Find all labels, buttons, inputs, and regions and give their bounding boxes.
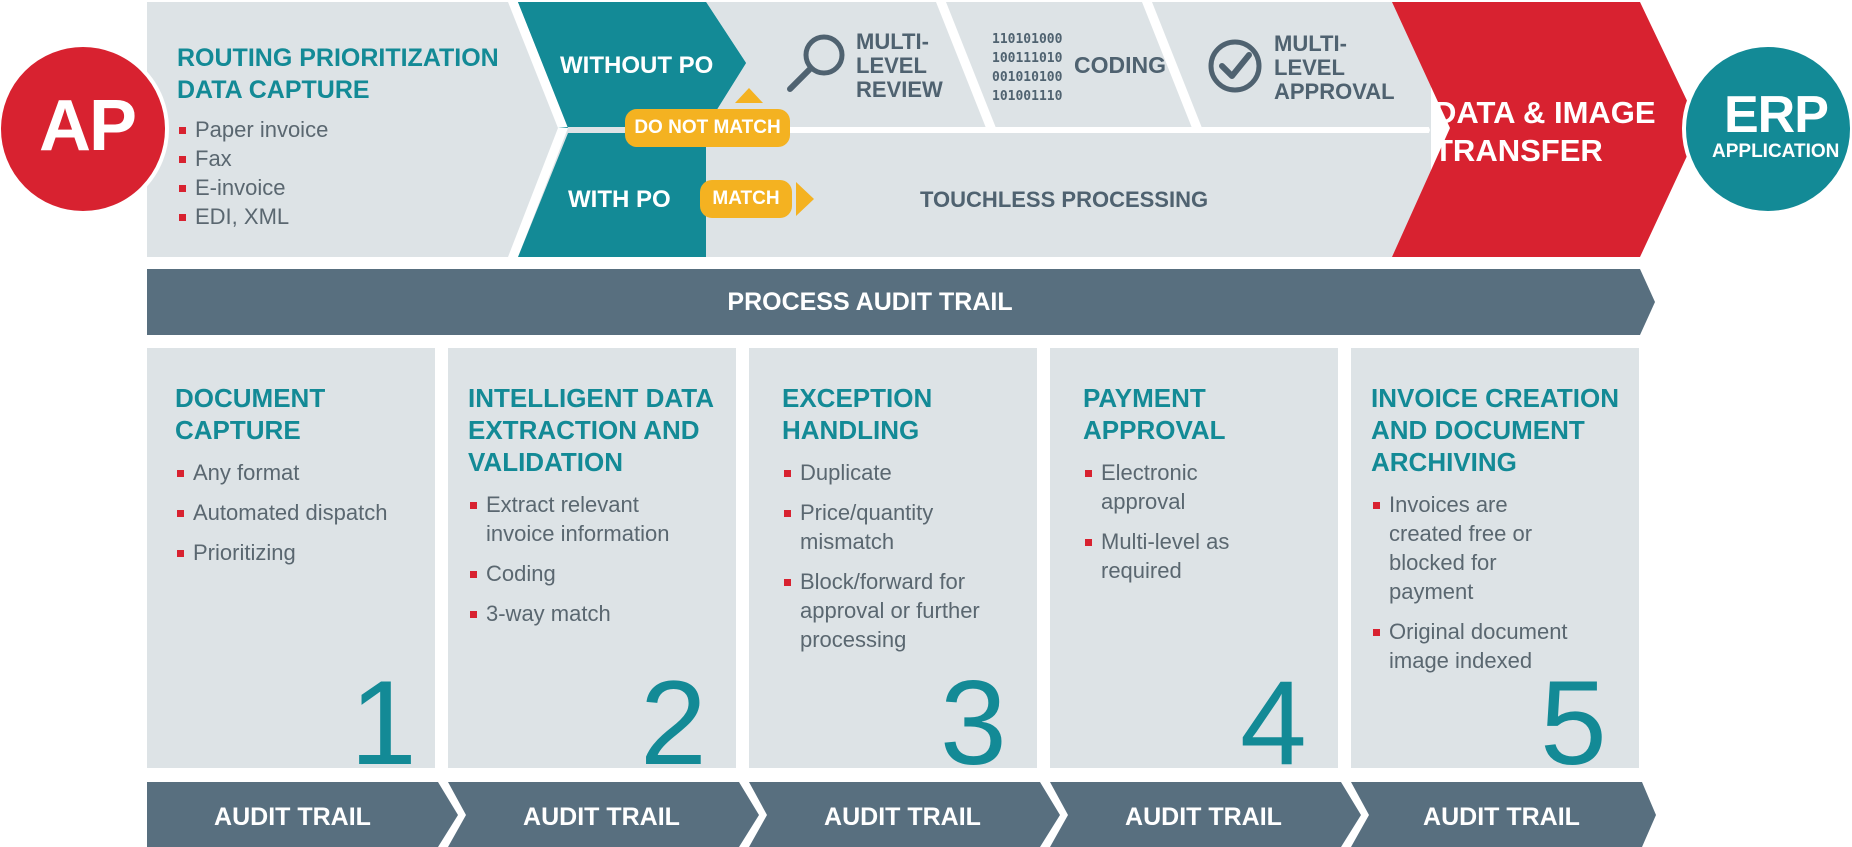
approval-line2: LEVEL	[1274, 55, 1345, 80]
transfer-arrow	[1392, 2, 1700, 257]
step-4-title: PAYMENT APPROVAL	[1083, 383, 1226, 445]
checkmark-circle-icon	[1208, 39, 1262, 93]
list-item: Price/quantity mismatch	[782, 498, 1007, 556]
audit-trail-4: AUDIT TRAIL	[1125, 803, 1282, 831]
step-number-2: 2	[640, 656, 707, 790]
separator	[936, 2, 996, 131]
audit-chevron-5	[1351, 782, 1656, 847]
do-not-match-badge: DO NOT MATCH	[625, 109, 790, 147]
list-item: Block/forward for approval or further pr…	[782, 567, 1007, 654]
process-audit-label: PROCESS AUDIT TRAIL	[727, 288, 1013, 316]
ap-label: AP	[39, 86, 137, 166]
separator	[1142, 2, 1202, 131]
up-arrow-icon	[735, 88, 763, 103]
list-item: Coding	[468, 559, 708, 588]
touchless-label: TOUCHLESS PROCESSING	[920, 187, 1209, 212]
audit-trail-2: AUDIT TRAIL	[523, 803, 680, 831]
list-item: Duplicate	[782, 458, 1007, 487]
list-item: Original document image indexed	[1371, 617, 1571, 675]
ap-circle	[0, 43, 169, 215]
binary-line: 100111010	[992, 51, 1063, 66]
process-audit-bar	[147, 269, 1655, 335]
step-1-list: Any format Automated dispatch Prioritizi…	[175, 458, 415, 578]
step-2-title: INTELLIGENT DATA EXTRACTION AND VALIDATI…	[468, 383, 715, 477]
transfer-line1: DATA & IMAGE	[1434, 95, 1656, 130]
list-item: E-invoice	[177, 173, 328, 202]
list-item: Paper invoice	[177, 115, 328, 144]
step-5-list: Invoices are created free or blocked for…	[1371, 490, 1571, 686]
audit-chevron-1	[147, 782, 458, 847]
routing-list: Paper invoice Fax E-invoice EDI, XML	[177, 115, 328, 231]
step-2-list: Extract relevant invoice information Cod…	[468, 490, 708, 639]
erp-circle	[1682, 43, 1852, 215]
list-item: EDI, XML	[177, 202, 328, 231]
coding-label: CODING	[1074, 52, 1166, 78]
list-item: Extract relevant invoice information	[468, 490, 708, 548]
step-panel-1	[147, 348, 435, 768]
step-panel-3	[749, 348, 1037, 768]
erp-label: ERP	[1724, 86, 1829, 144]
with-po-chevron	[518, 133, 706, 257]
approval-line1: MULTI-	[1274, 31, 1347, 56]
review-line1: MULTI-	[856, 29, 929, 54]
transfer-line2: TRANSFER	[1434, 133, 1603, 168]
routing-title-line2: DATA CAPTURE	[177, 76, 370, 104]
binary-line: 101001110	[992, 89, 1063, 104]
list-item: Invoices are created free or blocked for…	[1371, 490, 1571, 606]
magnifier-icon	[787, 34, 845, 92]
top-panel-edge	[1380, 2, 1431, 257]
match-badge: MATCH	[700, 180, 792, 218]
step-4-list: Electronic approval Multi-level as requi…	[1083, 458, 1268, 596]
step-panel-2	[448, 348, 736, 768]
review-line2: LEVEL	[856, 53, 927, 78]
without-po-label: WITHOUT PO	[560, 52, 714, 79]
list-item: Multi-level as required	[1083, 527, 1268, 585]
list-item: Automated dispatch	[175, 498, 415, 527]
step-number-1: 1	[350, 656, 417, 790]
step-panel-5	[1351, 348, 1639, 768]
list-item: Fax	[177, 144, 328, 173]
step-1-title: DOCUMENT CAPTURE	[175, 383, 326, 445]
list-item: 3-way match	[468, 599, 708, 628]
step-5-title: INVOICE CREATION AND DOCUMENT ARCHIVING	[1371, 383, 1619, 477]
audit-trail-5: AUDIT TRAIL	[1423, 803, 1580, 831]
separator	[508, 2, 568, 257]
binary-line: 110101000	[992, 32, 1063, 47]
list-item: Prioritizing	[175, 538, 415, 567]
audit-chevron-4	[1050, 782, 1361, 847]
step-3-list: Duplicate Price/quantity mismatch Block/…	[782, 458, 1007, 665]
erp-sublabel: APPLICATION	[1712, 141, 1840, 162]
audit-trail-1: AUDIT TRAIL	[214, 803, 371, 831]
separator	[700, 127, 1431, 133]
list-item: Electronic approval	[1083, 458, 1268, 516]
routing-title-line1: ROUTING PRIORITIZATION	[177, 44, 499, 72]
approval-line3: APPROVAL	[1274, 79, 1395, 104]
audit-chevron-2	[448, 782, 759, 847]
step-panel-4	[1050, 348, 1338, 768]
step-number-4: 4	[1240, 656, 1307, 790]
with-po-label: WITH PO	[568, 186, 671, 213]
list-item: Any format	[175, 458, 415, 487]
binary-line: 001010100	[992, 70, 1063, 85]
step-number-5: 5	[1540, 656, 1607, 790]
step-3-title: EXCEPTION HANDLING	[782, 383, 933, 445]
audit-trail-3: AUDIT TRAIL	[824, 803, 981, 831]
review-line3: REVIEW	[856, 77, 943, 102]
right-arrow-icon	[796, 182, 814, 216]
audit-chevron-3	[749, 782, 1060, 847]
step-number-3: 3	[940, 656, 1007, 790]
